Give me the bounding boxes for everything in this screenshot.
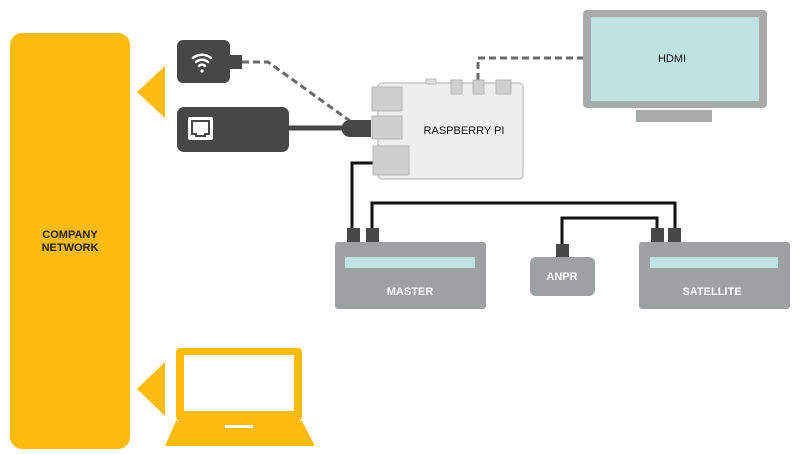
hdmi-label: HDMI: [658, 53, 686, 65]
wifi-icon: [191, 53, 213, 73]
ethernet-plug: [341, 120, 371, 137]
master-label: MASTER: [387, 286, 434, 298]
anpr-to-satellite-cable: [560, 216, 659, 246]
company-network: COMPANY NETWORK: [10, 33, 130, 449]
anpr-connector: [556, 244, 569, 258]
satellite-connector-1: [651, 228, 664, 243]
wifi-dashed-link: [242, 60, 351, 123]
pi-top-port-3: [495, 79, 512, 95]
ethernet-icon: [188, 117, 213, 140]
arrow-to-network-bottom: [137, 362, 165, 416]
satellite-label: SATELLITE: [682, 286, 741, 298]
wifi-dongle: [177, 40, 242, 83]
cables: [242, 56, 677, 246]
master-device: MASTER: [335, 228, 486, 309]
master-to-satellite-cable: [370, 201, 677, 230]
laptop-icon: [165, 348, 315, 446]
company-network-label-1: COMPANY: [42, 229, 98, 241]
raspberry-pi-label: RASPBERRY PI: [424, 125, 505, 137]
pi-usb-port-1: [371, 86, 403, 112]
satellite-device: SATELLITE: [639, 228, 790, 309]
pi-top-port-1: [450, 79, 463, 95]
pi-to-master-cable: [350, 161, 380, 230]
satellite-connector-2: [668, 228, 681, 243]
company-network-label-2: NETWORK: [42, 242, 99, 254]
raspberry-pi-board: RASPBERRY PI: [371, 78, 524, 180]
pi-hdmi-port: [472, 79, 485, 95]
pi-usb-port-2: [371, 115, 403, 140]
ethernet-dongle: [177, 107, 371, 152]
anpr-camera: ANPR: [530, 244, 595, 296]
pi-ethernet-port: [372, 145, 410, 176]
hdmi-dashed-link: [476, 56, 585, 80]
master-connector-2: [366, 228, 379, 243]
master-connector-1: [347, 228, 360, 243]
anpr-label: ANPR: [546, 271, 577, 283]
arrow-to-network-top: [137, 66, 165, 118]
monitor-icon: HDMI: [583, 10, 767, 122]
